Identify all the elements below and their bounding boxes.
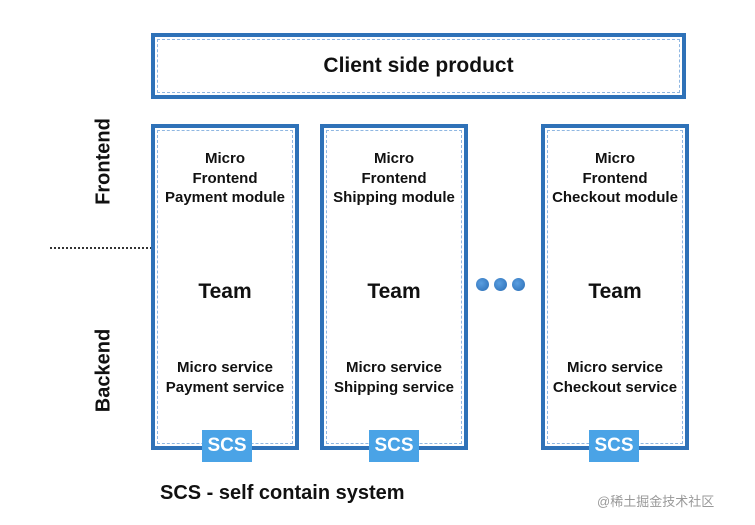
- frontend-backend-divider: [50, 247, 152, 249]
- scs-badge: SCS: [589, 430, 639, 462]
- scs-badge: SCS: [369, 430, 419, 462]
- ellipsis-dot: [476, 278, 489, 291]
- team-label: Team: [367, 280, 421, 303]
- scs-badge: SCS: [202, 430, 252, 462]
- client-side-product-label: Client side product: [323, 54, 514, 77]
- micro-service-label: Micro service Shipping service: [333, 359, 455, 396]
- micro-frontend-label: Micro Frontend Checkout module: [552, 150, 678, 206]
- client-side-product-box: Client side product: [151, 33, 686, 99]
- team-label: Team: [588, 280, 642, 303]
- team-label: Team: [198, 280, 252, 303]
- ellipsis-dot: [494, 278, 507, 291]
- backend-label: Backend: [92, 328, 115, 413]
- watermark: @稀土掘金技术社区: [597, 494, 715, 509]
- micro-service-label: Micro service Payment service: [165, 359, 285, 396]
- micro-frontend-label: Micro Frontend Payment module: [164, 150, 286, 206]
- frontend-label: Frontend: [92, 118, 115, 205]
- payment-team-box: Micro Frontend Payment module Team Micro…: [151, 124, 299, 450]
- micro-service-label: Micro service Checkout service: [552, 359, 678, 396]
- micro-frontend-label: Micro Frontend Shipping module: [333, 150, 455, 206]
- scs-caption: SCS - self contain system: [160, 482, 405, 504]
- more-columns-ellipsis: [476, 278, 525, 291]
- ellipsis-dot: [512, 278, 525, 291]
- shipping-team-box: Micro Frontend Shipping module Team Micr…: [320, 124, 468, 450]
- checkout-team-box: Micro Frontend Checkout module Team Micr…: [541, 124, 689, 450]
